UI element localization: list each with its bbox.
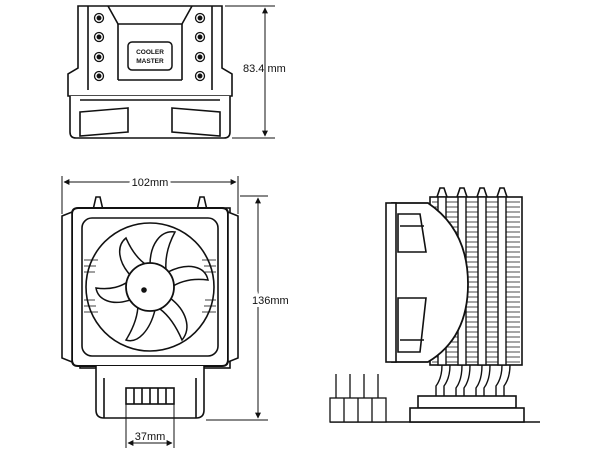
- fan-connector: [329, 374, 387, 423]
- side-view: [329, 187, 540, 423]
- dim-top-height-label: 83.4 mm: [243, 63, 286, 75]
- dim-front-width-label: 102mm: [132, 177, 169, 189]
- dim-front-width: [61, 176, 239, 214]
- dim-base-width-label: 37mm: [135, 431, 166, 443]
- heatpipe-ends: [93, 12, 206, 82]
- dim-base-width: [125, 404, 175, 448]
- dim-front-height-label: 136mm: [252, 295, 289, 307]
- dim-top-height: [225, 5, 275, 139]
- logo-line2: MASTER: [136, 58, 164, 65]
- front-view: [61, 196, 239, 419]
- logo-line1: COOLER: [136, 49, 164, 56]
- dim-front-height: [206, 195, 268, 421]
- top-view: [67, 5, 233, 139]
- cooler-master-logo: COOLER MASTER: [127, 41, 173, 71]
